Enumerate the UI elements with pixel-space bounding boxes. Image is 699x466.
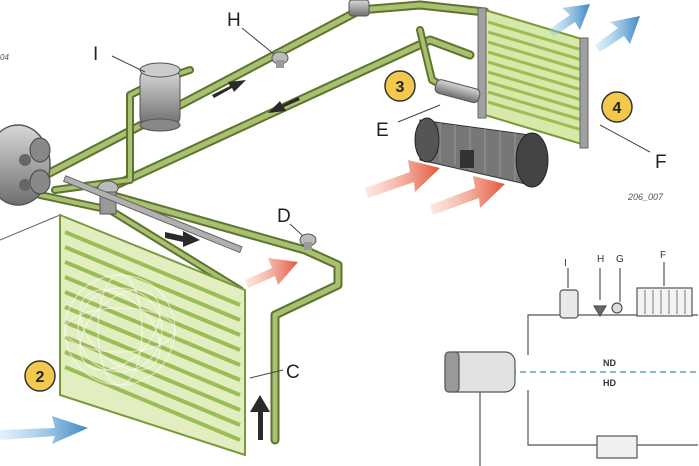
valve-leader-line: [397, 104, 441, 123]
schematic-label-f: F: [660, 250, 666, 261]
evaporator-leader-line: [599, 124, 651, 153]
blower-fan: [414, 117, 549, 188]
evaporator: [477, 7, 589, 149]
schematic-nd: ND: [603, 358, 616, 368]
schematic-hd: HD: [603, 378, 616, 388]
cool-air-arrows: [0, 4, 640, 444]
pressure-sensor-d: [289, 223, 317, 250]
compressor-leader-line: [0, 214, 61, 241]
warm-air-arrows: [245, 160, 505, 288]
circuit-schematic: [444, 262, 698, 466]
dryer-leader-line: [111, 55, 146, 73]
pressure-sensor-h: [241, 27, 289, 68]
label-f: F: [655, 152, 667, 173]
corner-fragment-text: 04: [0, 53, 9, 62]
schematic-label-i: I: [564, 258, 567, 269]
badge-4: 4: [601, 91, 633, 123]
label-d: D: [277, 206, 291, 227]
condenser: [59, 175, 246, 457]
badge-2-text: 2: [36, 369, 45, 386]
flow-arrows: [165, 80, 300, 440]
badge-4-text: 4: [613, 100, 622, 117]
badge-2: 2: [24, 360, 56, 392]
label-e: E: [376, 120, 389, 141]
condenser-pipe-leader-line: [249, 369, 284, 379]
label-i: I: [93, 44, 98, 65]
label-h: H: [227, 10, 241, 31]
receiver-dryer: [139, 62, 181, 132]
schematic-label-h: H: [597, 254, 604, 265]
expansion-valve: [434, 79, 481, 104]
label-c: C: [286, 362, 300, 383]
compressor: [0, 124, 51, 206]
badge-3-text: 3: [396, 79, 405, 96]
reference-code: 206_007: [627, 192, 664, 202]
top-service-valve: [348, 0, 370, 17]
badge-3: 3: [384, 70, 416, 102]
schematic-label-g: G: [616, 254, 624, 265]
